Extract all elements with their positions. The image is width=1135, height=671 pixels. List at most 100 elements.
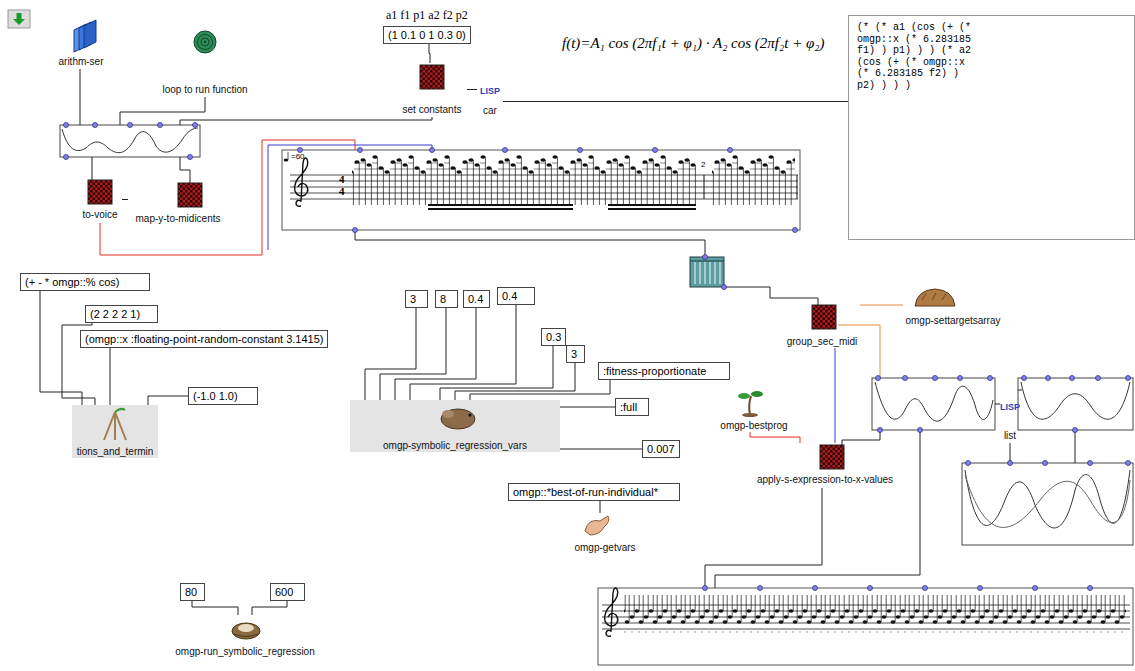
patch-wire (252, 601, 287, 615)
function-box: omgp-run_symbolic_regression (155, 615, 335, 658)
patch-wire (835, 348, 836, 443)
functions-terminals-icon (104, 409, 126, 440)
box-name: omgp-run_symbolic_regression (175, 646, 315, 658)
patch-wire (40, 291, 82, 405)
value-text: 0.007 (647, 442, 675, 456)
patch-wire (148, 396, 188, 405)
value-text: (-1.0 1.0) (193, 389, 253, 403)
patch-wire (122, 199, 128, 200)
loop-icon (194, 31, 216, 53)
value-box: 0.3 (541, 328, 566, 346)
patch-wire (192, 601, 238, 615)
patch-box: map-y-to-midicents (128, 180, 228, 225)
value-text: :fitness-proportionate (603, 364, 725, 378)
patch-wire (429, 44, 430, 63)
collection-icon (690, 257, 724, 287)
value-text: 3 (571, 347, 580, 361)
value-text: 600 (275, 585, 300, 599)
getvars-icon (585, 516, 609, 535)
value-box: (+ - * omgp::% cos) (20, 273, 150, 291)
patch-wire (440, 346, 553, 400)
box-name: car (483, 105, 497, 117)
value-box: 0.4 (463, 290, 490, 308)
box-name: loop to run function (162, 84, 247, 96)
function-box: omgp-getvars (566, 513, 644, 554)
value-text: (omgp::x :floating-point-random-constant… (85, 332, 323, 346)
function-box: omgp-settargetsarray (903, 283, 1003, 327)
box-name: tions_and_termin (77, 446, 154, 458)
value-box: 3 (405, 290, 428, 308)
tempo-mark: =60 (291, 152, 305, 162)
grey-box-ground (72, 400, 560, 458)
lisp-code-box: (* (* a1 (cos (+ (* omgp::x (* 6.283185 … (848, 15, 1135, 240)
box-name: to-voice (82, 209, 117, 221)
toggle-button (8, 10, 30, 28)
value-box: 80 (180, 583, 205, 601)
patch-wire (410, 305, 516, 400)
value-text: 80 (185, 585, 200, 599)
patch-box: group_sec_midi (784, 303, 860, 348)
value-text: 3 (410, 292, 423, 306)
input-names: a1 f1 p1 a2 f2 p2 (383, 8, 471, 23)
box-name: omgp-settargetsarray (905, 315, 1000, 327)
loop-box: loop to run function (150, 28, 260, 96)
value-box: 0.007 (642, 440, 680, 458)
lisp-icon-text: LISP (1000, 402, 1020, 412)
patch-box: apply-s-expression-to-x-values (750, 443, 900, 486)
run-regression-icon (232, 623, 260, 639)
box-name: list (1004, 430, 1016, 442)
value-text: 0.3 (546, 330, 561, 344)
patch-wire (395, 308, 476, 400)
value-box: 8 (435, 290, 458, 308)
settargets-icon (915, 289, 955, 306)
time-signature: 4 (339, 173, 345, 185)
value-text: (2 2 2 2 1) (90, 307, 153, 321)
function-box: arithm-ser (50, 20, 112, 68)
patch-wire (860, 305, 903, 306)
patch-wire (750, 432, 800, 443)
value-text: :full (620, 400, 644, 414)
patch-wire (110, 348, 111, 405)
patch-wire (503, 101, 848, 102)
box-name: omgp-bestprog (720, 420, 787, 432)
value-box: a1 f1 p1 a2 f2 p2(1 0.1 0 1 0.3 0) (383, 8, 471, 44)
value-box: 0.4 (497, 287, 535, 305)
patch-wire (560, 449, 642, 450)
lisp-code: (* (* a1 (cos (+ (* omgp::x (* 6.283185 … (857, 22, 975, 91)
box-name: arithm-ser (58, 56, 103, 68)
value-text: 0.4 (502, 289, 530, 303)
box-name: omgp-symbolic_regression_vars (383, 440, 527, 452)
box-name: group_sec_midi (787, 336, 858, 348)
patch-wire (560, 407, 615, 408)
value-box: omgp::*best-of-run-individual* (508, 483, 680, 501)
value-text: 0.4 (468, 292, 485, 306)
patch-wire (365, 308, 416, 400)
patch-box: set constants (397, 63, 467, 116)
regression-vars-icon (441, 409, 475, 429)
patch-wire (600, 501, 601, 513)
box-name: omgp-getvars (574, 542, 635, 554)
value-box: 600 (270, 583, 305, 601)
measure-number: 2 (701, 160, 705, 170)
value-text: omgp::*best-of-run-individual* (513, 485, 675, 499)
function-box: omgp-symbolic_regression_vars (350, 400, 560, 452)
formula: f(t)=A₁ cos (2πf₁t + φ₁) · A₂ cos (2πf₂t… (562, 33, 825, 53)
patch-wire (380, 308, 446, 400)
arithm-ser-icon (74, 20, 96, 52)
value-box: (-1.0 1.0) (188, 387, 258, 405)
lisp-function-box: LISPcar (477, 86, 503, 117)
value-text: (+ - * omgp::% cos) (25, 275, 145, 289)
patch-box: to-voice (78, 178, 122, 221)
box-name: apply-s-expression-to-x-values (757, 474, 893, 486)
time-signature: 4 (339, 185, 345, 197)
box-name: set constants (403, 104, 462, 116)
value-text: 8 (440, 292, 453, 306)
value-box: (2 2 2 2 1) (85, 305, 158, 323)
patch-icon (88, 65, 844, 469)
patch-wire (470, 380, 610, 400)
value-box: :full (615, 398, 649, 416)
patch-wire (467, 89, 477, 90)
value-box: 3 (566, 345, 585, 363)
